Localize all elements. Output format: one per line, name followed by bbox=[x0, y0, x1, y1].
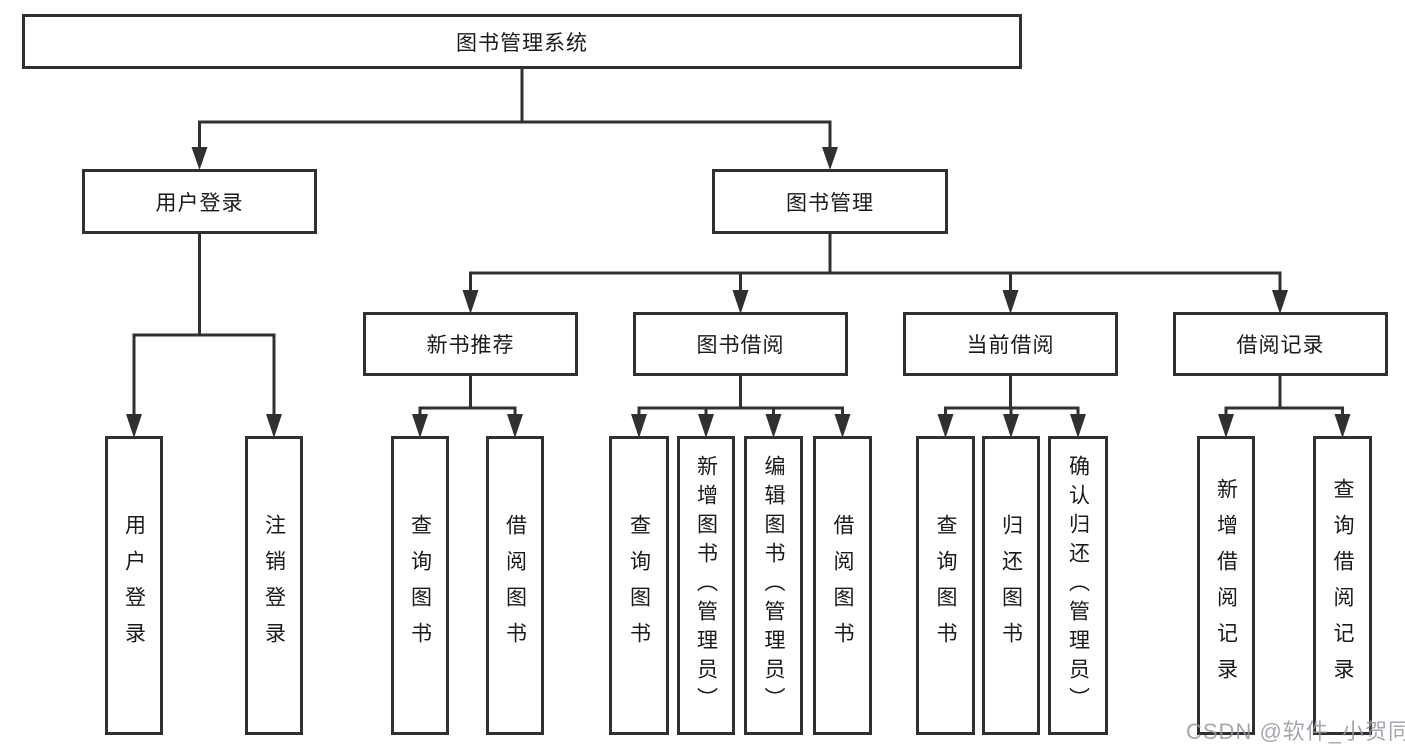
node-label: 查询借阅记录 bbox=[1331, 477, 1354, 694]
node-label: 新书推荐 bbox=[426, 334, 515, 357]
arrowheads bbox=[126, 147, 1351, 438]
node-label: 用户登录 bbox=[155, 191, 244, 215]
leaf-logout: 注销登录 bbox=[245, 436, 303, 735]
node-label: 借阅图书 bbox=[831, 513, 854, 658]
node-label: 用户登录 bbox=[122, 513, 146, 658]
node-borrow-records: 借阅记录 bbox=[1173, 312, 1388, 376]
leaf-query-books-2: 查询图书 bbox=[609, 436, 669, 735]
leaf-confirm-return-admin: 确认归还（管理员） bbox=[1048, 436, 1108, 735]
leaf-add-borrow-record: 新增借阅记录 bbox=[1197, 436, 1255, 735]
node-book-borrow: 图书借阅 bbox=[633, 312, 848, 376]
node-label: 图书管理 bbox=[786, 191, 874, 215]
leaf-borrow-books-1: 借阅图书 bbox=[486, 436, 544, 735]
leaf-user-login: 用户登录 bbox=[105, 436, 163, 735]
leaf-query-books-3: 查询图书 bbox=[916, 436, 975, 735]
node-label: 查询图书 bbox=[934, 513, 957, 658]
leaf-edit-books-admin: 编辑图书（管理员） bbox=[744, 436, 803, 735]
node-label: 当前借阅 bbox=[966, 334, 1055, 357]
csdn-watermark: CSDN @软件_小贺同学 bbox=[1186, 719, 1405, 744]
node-label: 借阅记录 bbox=[1236, 334, 1325, 357]
leaf-return-books: 归还图书 bbox=[982, 436, 1040, 735]
node-new-book-recommend: 新书推荐 bbox=[363, 312, 578, 376]
node-root-library-system: 图书管理系统 bbox=[22, 14, 1022, 69]
leaf-add-books-admin: 新增图书（管理员） bbox=[677, 436, 735, 735]
node-label: 注销登录 bbox=[262, 513, 286, 658]
node-book-management: 图书管理 bbox=[712, 169, 948, 234]
leaf-query-borrow-record: 查询借阅记录 bbox=[1313, 436, 1372, 735]
node-label: 编辑图书（管理员） bbox=[762, 455, 785, 716]
node-label: 归还图书 bbox=[999, 513, 1023, 658]
node-label: 图书借阅 bbox=[696, 334, 785, 357]
node-label: 图书管理系统 bbox=[456, 31, 588, 55]
node-current-borrow: 当前借阅 bbox=[903, 312, 1118, 376]
node-user-login: 用户登录 bbox=[82, 169, 317, 234]
node-label: 新增借阅记录 bbox=[1214, 477, 1238, 694]
node-label: 查询图书 bbox=[627, 513, 651, 658]
leaf-borrow-books-2: 借阅图书 bbox=[813, 436, 872, 735]
node-label: 查询图书 bbox=[408, 513, 432, 658]
leaf-query-books-1: 查询图书 bbox=[391, 436, 449, 735]
node-label: 新增图书（管理员） bbox=[694, 455, 718, 716]
node-label: 借阅图书 bbox=[503, 513, 527, 658]
node-label: 确认归还（管理员） bbox=[1066, 455, 1090, 716]
